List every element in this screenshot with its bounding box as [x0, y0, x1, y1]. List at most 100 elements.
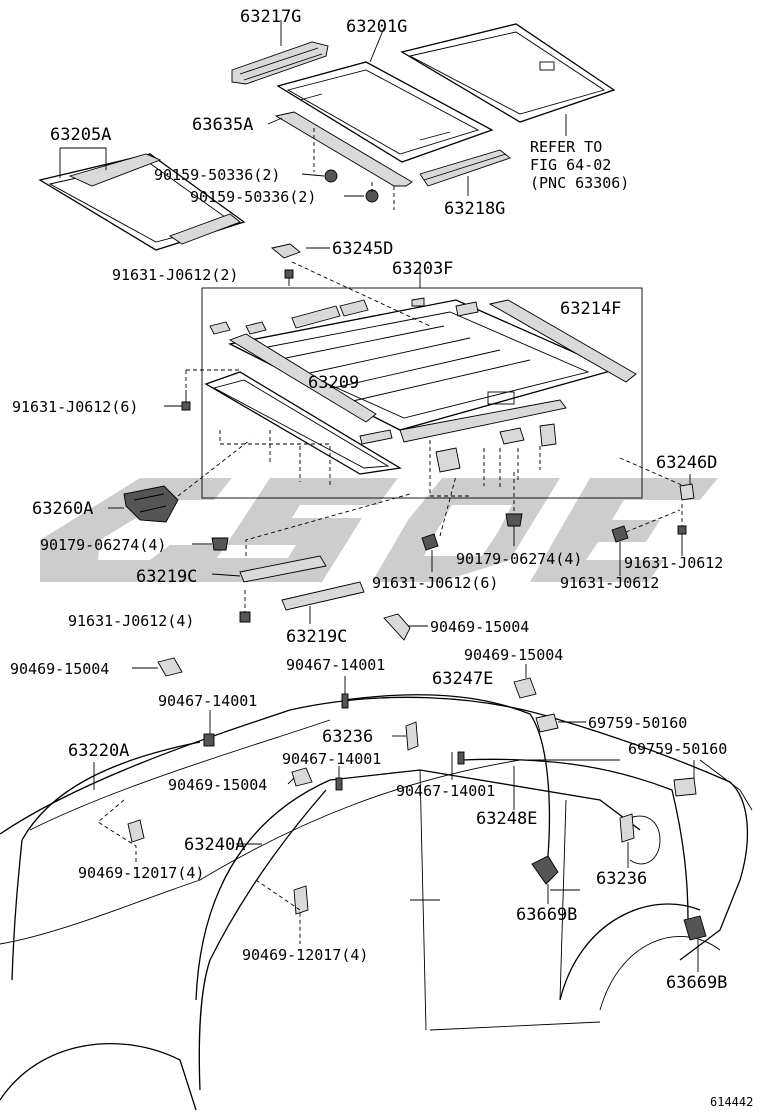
clamp-90469-e[interactable] [291, 767, 313, 787]
clip-90467-b[interactable] [203, 733, 215, 747]
drain-tube-63247E[interactable] [343, 694, 551, 857]
part-63217G-bracket[interactable] [231, 41, 329, 85]
label-refer-1: REFER TO [530, 138, 602, 156]
label-63245D: 63245D [332, 239, 393, 259]
label-90179-left: 90179-06274(4) [40, 536, 166, 554]
label-63203F: 63203F [392, 259, 453, 279]
label-63219C-b: 63219C [286, 627, 347, 647]
label-63246D: 63246D [656, 453, 717, 473]
label-91631-left: 91631-J0612(6) [12, 398, 138, 416]
label-91631-mid: 91631-J0612(6) [372, 574, 498, 592]
clip-90469-g[interactable] [293, 885, 309, 915]
part-63201G-glass-panel[interactable] [276, 61, 494, 163]
label-90469-f: 90469-12017(4) [78, 864, 204, 882]
clip-90467-d[interactable] [457, 751, 465, 765]
label-63260A: 63260A [32, 499, 93, 519]
label-63219C-a: 63219C [136, 567, 197, 587]
leader-91631-mid-dash [439, 475, 457, 537]
label-90469-e: 90469-15004 [168, 776, 267, 794]
grommet-69759-b[interactable] [673, 777, 697, 797]
label-91631-top: 91631-J0612(2) [112, 266, 238, 284]
bolt-91631-mid[interactable] [421, 533, 439, 551]
label-90469-a: 90469-15004 [430, 618, 529, 636]
label-90467-a: 90467-14001 [286, 656, 385, 674]
leader-91631-left [185, 369, 240, 390]
label-91631-bot: 91631-J0612(4) [68, 612, 194, 630]
nut-90179-left[interactable] [211, 537, 229, 551]
label-63247E: 63247E [432, 669, 493, 689]
label-90469-g: 90469-12017(4) [242, 946, 368, 964]
leader-lines-top [59, 20, 567, 249]
clip-90467-a[interactable] [341, 693, 349, 709]
leader-90469-g [255, 879, 301, 944]
label-63248E: 63248E [476, 809, 537, 829]
label-69759-a: 69759-50160 [588, 714, 687, 732]
leader-63219C-dash [245, 493, 411, 556]
label-63220A: 63220A [68, 741, 129, 761]
part-63635A-seal[interactable] [274, 111, 413, 187]
bolt-91631-bot[interactable] [239, 611, 251, 623]
label-91631-r2: 91631-J0612 [560, 574, 659, 592]
label-90467-d: 90467-14001 [396, 782, 495, 800]
label-63201G: 63201G [346, 17, 407, 37]
leader-63260A-dash [177, 439, 251, 497]
leader-63219C-a [211, 573, 241, 577]
part-63203F-housing[interactable] [201, 268, 643, 499]
part-63246D-bracket[interactable] [679, 483, 695, 501]
label-63209: 63209 [308, 373, 359, 393]
label-90467-c: 90467-14001 [282, 750, 381, 768]
sunshade-panel[interactable] [400, 23, 616, 123]
part-63219C-a[interactable] [239, 555, 327, 583]
label-90179-right: 90179-06274(4) [456, 550, 582, 568]
label-69759-b: 69759-50160 [628, 740, 727, 758]
elbow-63669B-b[interactable] [683, 915, 707, 941]
label-63205A: 63205A [50, 125, 111, 145]
grommet-69759-a[interactable] [535, 713, 559, 733]
label-90469-c: 90469-15004 [464, 646, 563, 664]
bolt-91631-r1[interactable] [677, 525, 687, 535]
part-63219C-b[interactable] [281, 581, 365, 611]
clip-90469-f[interactable] [127, 819, 145, 843]
elbow-63669B-a[interactable] [531, 855, 559, 885]
leader-90469-e [287, 777, 295, 785]
label-90159-b: 90159-50336(2) [190, 188, 316, 206]
bolt-91631-top[interactable] [284, 269, 294, 286]
label-refer-2: FIG 64-02 [530, 156, 611, 174]
leader-91631-r [619, 534, 683, 576]
label-63669B-a: 63669B [516, 905, 577, 925]
label-63218G: 63218G [444, 199, 505, 219]
leader-63245D [291, 261, 431, 327]
label-63635A: 63635A [192, 115, 253, 135]
part-63205A-frame[interactable] [38, 153, 246, 251]
leader-63246D-dash [619, 457, 685, 487]
clamp-90469-a[interactable] [383, 613, 411, 641]
label-63236-b: 63236 [596, 869, 647, 889]
part-63245D-clip[interactable] [271, 243, 301, 259]
clamp-90469-b[interactable] [157, 657, 183, 677]
leader-tubes [93, 762, 262, 845]
label-63217G: 63217G [240, 7, 301, 27]
label-90467-b: 90467-14001 [158, 692, 257, 710]
clip-90467-c[interactable] [335, 777, 343, 791]
part-63236-b[interactable] [619, 813, 635, 843]
part-63218G-seal[interactable] [419, 149, 511, 187]
label-90469-b: 90469-15004 [10, 660, 109, 678]
drain-tube-63248E[interactable] [461, 758, 689, 921]
label-63214F: 63214F [560, 299, 621, 319]
label-90159-a: 90159-50336(2) [154, 166, 280, 184]
label-63240A: 63240A [184, 835, 245, 855]
bolt-91631-r2[interactable] [611, 525, 629, 543]
part-63260A-motor[interactable] [123, 485, 179, 523]
bolt-90159-a[interactable] [324, 169, 338, 183]
drain-tube-63240A[interactable] [198, 789, 327, 1091]
nut-90179-right[interactable] [505, 513, 523, 527]
label-63236-a: 63236 [322, 727, 373, 747]
figure-number: 614442 [710, 1095, 753, 1109]
drain-tube-63220A[interactable] [11, 741, 201, 981]
label-refer-3: (PNC 63306) [530, 174, 629, 192]
leader-90469-f [97, 799, 137, 862]
clamp-90469-c[interactable] [513, 677, 537, 699]
part-63236-a[interactable] [405, 721, 419, 751]
bolt-91631-left[interactable] [181, 390, 191, 411]
